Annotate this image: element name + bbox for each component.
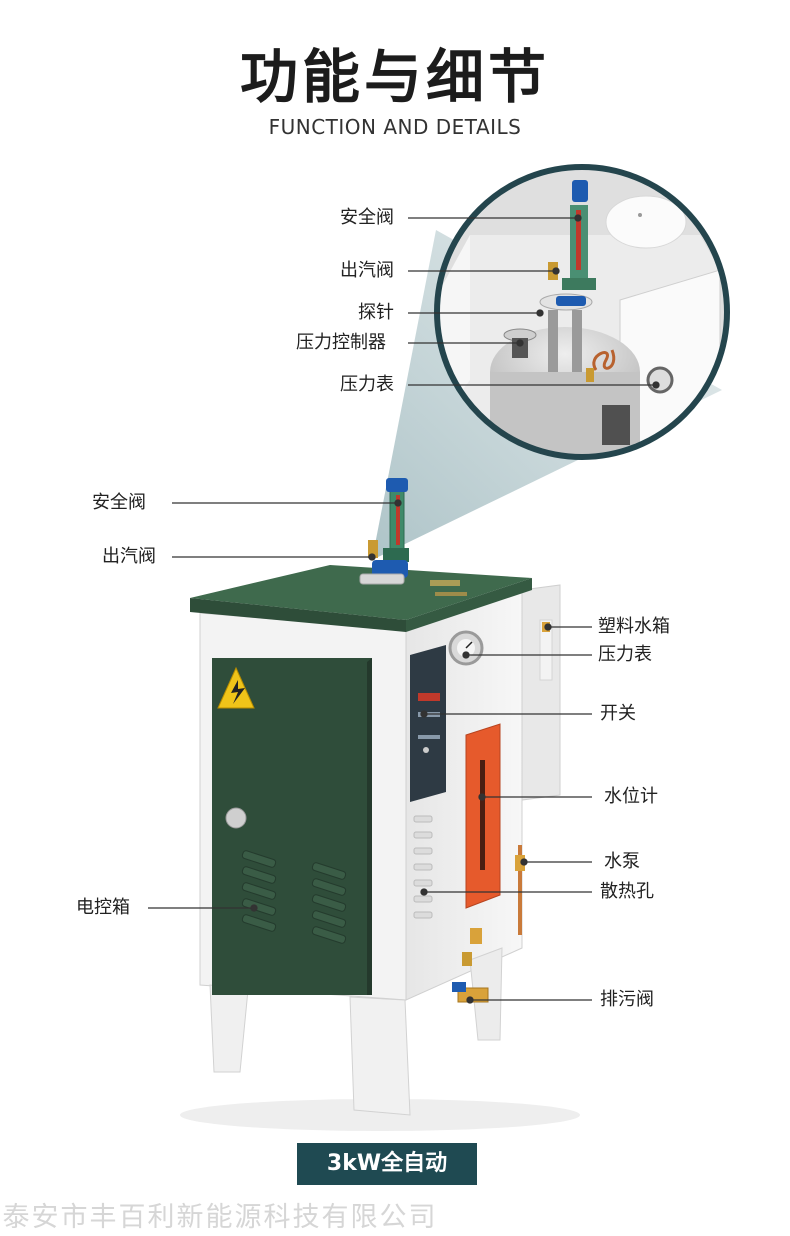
label-plastic-water-tank: 塑料水箱 [598, 616, 670, 637]
page-title: 功能与细节 [239, 43, 550, 111]
label-electric-control-box: 电控箱 [76, 897, 130, 918]
model-badge: 3kW全自动 [297, 1143, 477, 1185]
label-detail-safety-valve: 安全阀 [340, 207, 394, 228]
label-water-pump: 水泵 [604, 851, 640, 872]
company-watermark: 泰安市丰百利新能源科技有限公司 [2, 1202, 438, 1233]
label-detail-steam-outlet-valve: 出汽阀 [340, 260, 394, 281]
label-switch: 开关 [600, 703, 636, 724]
label-detail-probe: 探针 [358, 302, 394, 323]
control-panel [410, 645, 446, 802]
boiler-lid [190, 565, 532, 620]
label-drain-valve: 排污阀 [600, 989, 654, 1010]
label-detail-pressure-controller: 压力控制器 [296, 332, 386, 353]
plastic-water-tank [521, 584, 561, 801]
label-steam-outlet-valve: 出汽阀 [102, 546, 156, 567]
label-detail-pressure-gauge: 压力表 [340, 374, 394, 395]
page-subtitle: FUNCTION AND DETAILS [268, 115, 522, 139]
label-vent-holes: 散热孔 [600, 881, 654, 902]
detail-leader-lines [408, 214, 660, 389]
label-water-level-gauge: 水位计 [604, 786, 658, 807]
label-pressure-gauge: 压力表 [598, 644, 652, 665]
body-leader-lines [148, 499, 592, 1004]
label-safety-valve: 安全阀 [92, 492, 146, 513]
